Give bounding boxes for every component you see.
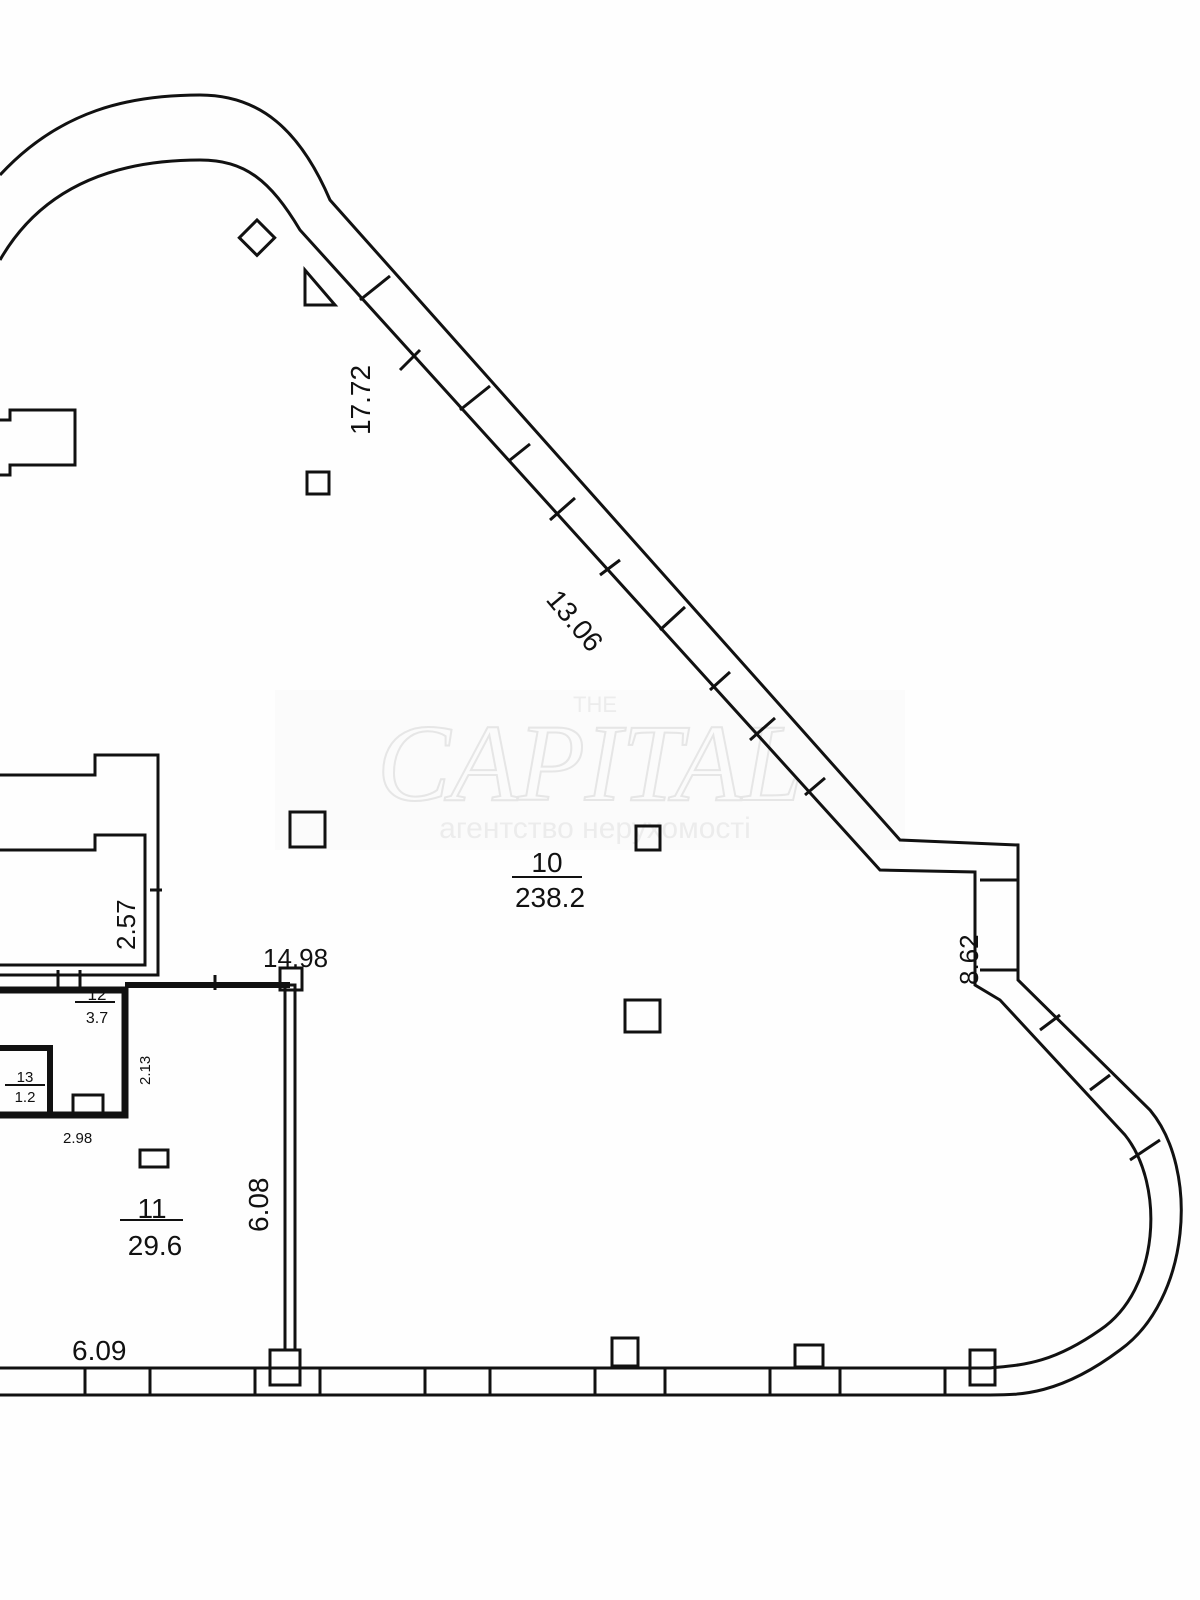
room-10-number: 10 xyxy=(531,847,562,878)
dimension-17-72: 17.72 xyxy=(345,365,376,435)
outer-walls xyxy=(0,93,1183,1397)
dimension-6-09: 6.09 xyxy=(72,1335,127,1366)
room-11-area: 29.6 xyxy=(128,1230,183,1261)
dimension-13-06: 13.06 xyxy=(540,584,609,658)
room-11-number: 11 xyxy=(137,1193,166,1224)
dimension-8-62: 8.62 xyxy=(954,934,984,985)
watermark-line2: CAPITAL xyxy=(377,702,803,824)
watermark: THE CAPITAL агентство нерухомості xyxy=(275,690,905,850)
room-13-number: 13 xyxy=(17,1069,34,1086)
dimension-6-08: 6.08 xyxy=(243,1178,274,1233)
dimension-2-13: 2.13 xyxy=(137,1056,154,1085)
watermark-line1: THE xyxy=(573,692,617,717)
room-10-area: 238.2 xyxy=(515,882,585,913)
dimension-2-57: 2.57 xyxy=(111,899,141,950)
dimension-14-98: 14.98 xyxy=(263,943,328,973)
room-12-number: 12 xyxy=(88,985,107,1004)
dimension-2-98: 2.98 xyxy=(63,1130,92,1147)
room-13-area: 1.2 xyxy=(15,1089,36,1106)
watermark-line3: агентство нерухомості xyxy=(439,812,751,845)
room-12-area: 3.7 xyxy=(86,1010,108,1027)
